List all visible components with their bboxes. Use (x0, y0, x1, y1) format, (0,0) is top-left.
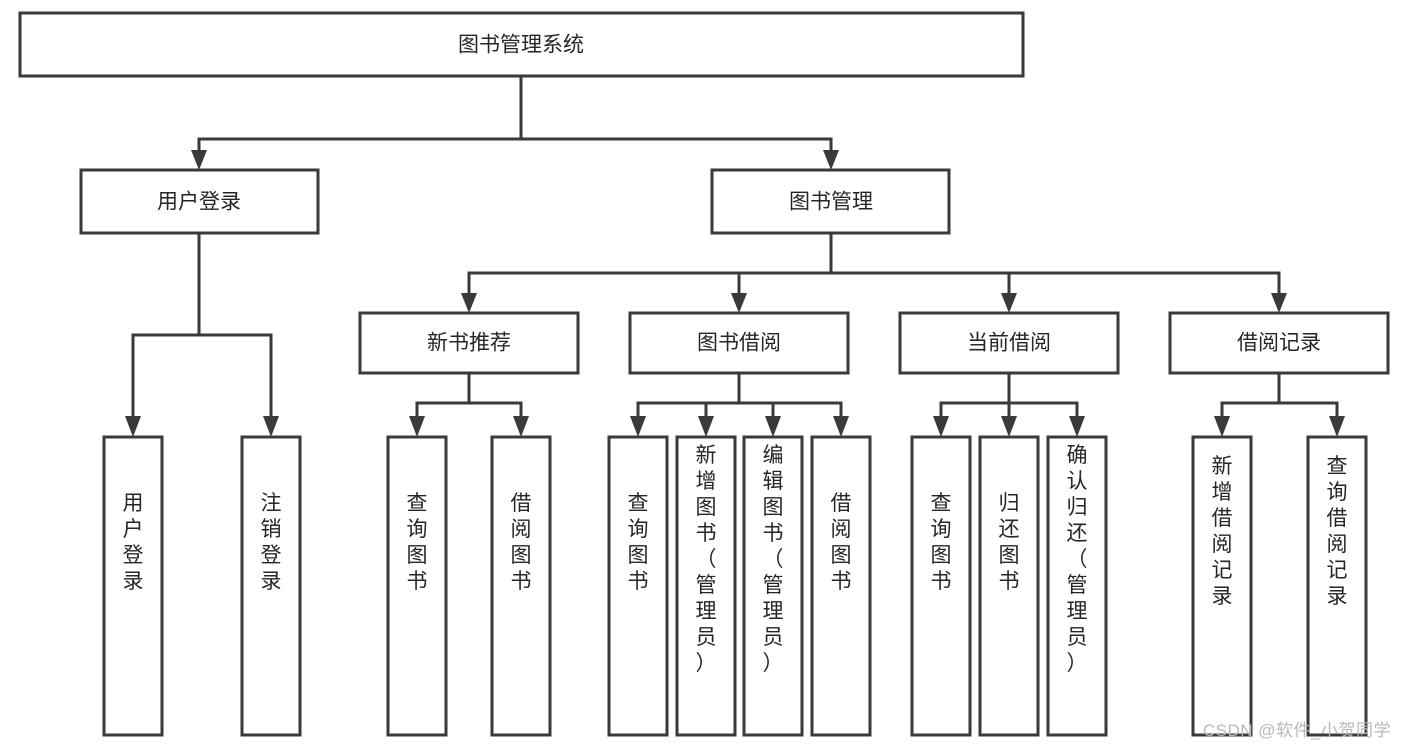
leaf-current-borrow-3-label: 确认归还（管理员） (1067, 444, 1088, 675)
leaf-current-borrow-3-box[interactable] (1046, 435, 1108, 737)
node-borrow-record-label: 借阅记录 (1237, 332, 1321, 355)
leaf-current-borrow-1[interactable]: 查询图书 (910, 435, 972, 737)
leaf-current-borrow-3[interactable]: 确认归还（管理员） (1046, 435, 1108, 737)
arrow-to-borrow-record (1271, 293, 1287, 313)
leaf-borrow-record-2-box[interactable] (1306, 435, 1368, 737)
leaf-borrow-record-1-label: 新增借阅记录 (1212, 455, 1233, 608)
leaf-book-borrow-2-label: 新增图书（管理员） (696, 444, 717, 675)
leaf-borrow-record-1[interactable]: 新增借阅记录 (1191, 435, 1253, 737)
arrow-to-book-borrow (731, 293, 747, 313)
arrow-bb-leaf-3 (765, 416, 781, 437)
node-root[interactable]: 图书管理系统 (18, 11, 1025, 78)
leaf-book-borrow-3-box[interactable] (742, 435, 804, 737)
node-root-box[interactable] (18, 11, 1025, 78)
node-borrow-record[interactable]: 借阅记录 (1168, 311, 1390, 375)
arrow-cb-leaf-3 (1069, 416, 1085, 437)
leaf-user-login-1[interactable]: 用户登录 (102, 435, 164, 737)
arrow-bb-leaf-2 (698, 416, 714, 437)
node-book-management-box[interactable] (710, 168, 951, 235)
leaf-current-borrow-2-box[interactable] (978, 435, 1040, 737)
leaf-current-borrow-2[interactable]: 归还图书 (978, 435, 1040, 737)
leaf-book-borrow-1[interactable]: 查询图书 (607, 435, 669, 737)
leaf-book-borrow-3[interactable]: 编辑图书（管理员） (742, 435, 804, 737)
arrow-bb-leaf-4 (833, 416, 849, 437)
node-new-book-recommend-box[interactable] (358, 311, 580, 375)
arrow-nb-leaf-2 (513, 416, 529, 437)
leaf-user-login-1-label: 用户登录 (123, 492, 144, 593)
leaf-new-book-1-box[interactable] (386, 435, 448, 737)
leaf-book-borrow-2-box[interactable] (675, 435, 737, 737)
node-root-label: 图书管理系统 (458, 34, 584, 57)
node-user-login-label: 用户登录 (157, 191, 241, 214)
leaf-user-login-2[interactable]: 注销登录 (240, 435, 302, 737)
node-new-book-recommend-label: 新书推荐 (427, 332, 511, 355)
arrow-to-logout-leaf (263, 416, 279, 437)
node-book-management-label: 图书管理 (789, 191, 873, 214)
leaf-new-book-1-label: 查询图书 (407, 492, 428, 593)
arrow-to-user-login (191, 150, 207, 170)
node-user-login[interactable]: 用户登录 (79, 168, 320, 235)
arrow-nb-leaf-1 (409, 416, 425, 437)
arrow-cb-leaf-1 (933, 416, 949, 437)
connector-layer (125, 74, 1345, 437)
leaf-book-borrow-2[interactable]: 新增图书（管理员） (675, 435, 737, 737)
leaf-current-borrow-1-label: 查询图书 (931, 492, 952, 593)
leaf-book-borrow-4-box[interactable] (810, 435, 872, 737)
node-book-borrow-label: 图书借阅 (697, 332, 781, 355)
leaf-book-borrow-3-label: 编辑图书（管理员） (763, 444, 784, 675)
arrow-br-leaf-1 (1214, 416, 1230, 437)
leaf-borrow-record-1-box[interactable] (1191, 435, 1253, 737)
leaf-book-borrow-1-label: 查询图书 (628, 492, 649, 593)
arrow-cb-leaf-2 (1001, 416, 1017, 437)
node-user-login-box[interactable] (79, 168, 320, 235)
arrow-bb-leaf-1 (630, 416, 646, 437)
node-book-management[interactable]: 图书管理 (710, 168, 951, 235)
leaf-book-borrow-1-box[interactable] (607, 435, 669, 737)
node-new-book-recommend[interactable]: 新书推荐 (358, 311, 580, 375)
leaf-current-borrow-2-label: 归还图书 (999, 492, 1020, 593)
arrow-to-current-borrow (1001, 293, 1017, 313)
arrow-to-user-login-leaf (125, 416, 141, 437)
leaf-book-borrow-4-label: 借阅图书 (831, 492, 852, 593)
leaf-user-login-1-box[interactable] (102, 435, 164, 737)
node-book-borrow[interactable]: 图书借阅 (628, 311, 850, 375)
node-borrow-record-box[interactable] (1168, 311, 1390, 375)
leaf-user-login-2-box[interactable] (240, 435, 302, 737)
leaf-new-book-2-label: 借阅图书 (511, 492, 532, 593)
arrow-to-new-book (461, 293, 477, 313)
leaf-borrow-record-2-label: 查询借阅记录 (1327, 455, 1348, 608)
leaf-user-login-2-label: 注销登录 (261, 492, 282, 593)
node-current-borrow-label: 当前借阅 (967, 332, 1051, 355)
node-current-borrow-box[interactable] (898, 311, 1120, 375)
node-current-borrow[interactable]: 当前借阅 (898, 311, 1120, 375)
arrow-to-book-management (823, 150, 839, 170)
leaf-new-book-2-box[interactable] (490, 435, 552, 737)
node-book-borrow-box[interactable] (628, 311, 850, 375)
arrow-br-leaf-2 (1329, 416, 1345, 437)
leaf-current-borrow-1-box[interactable] (910, 435, 972, 737)
leaf-book-borrow-4[interactable]: 借阅图书 (810, 435, 872, 737)
leaf-borrow-record-2[interactable]: 查询借阅记录 (1306, 435, 1368, 737)
leaf-new-book-2[interactable]: 借阅图书 (490, 435, 552, 737)
leaf-new-book-1[interactable]: 查询图书 (386, 435, 448, 737)
